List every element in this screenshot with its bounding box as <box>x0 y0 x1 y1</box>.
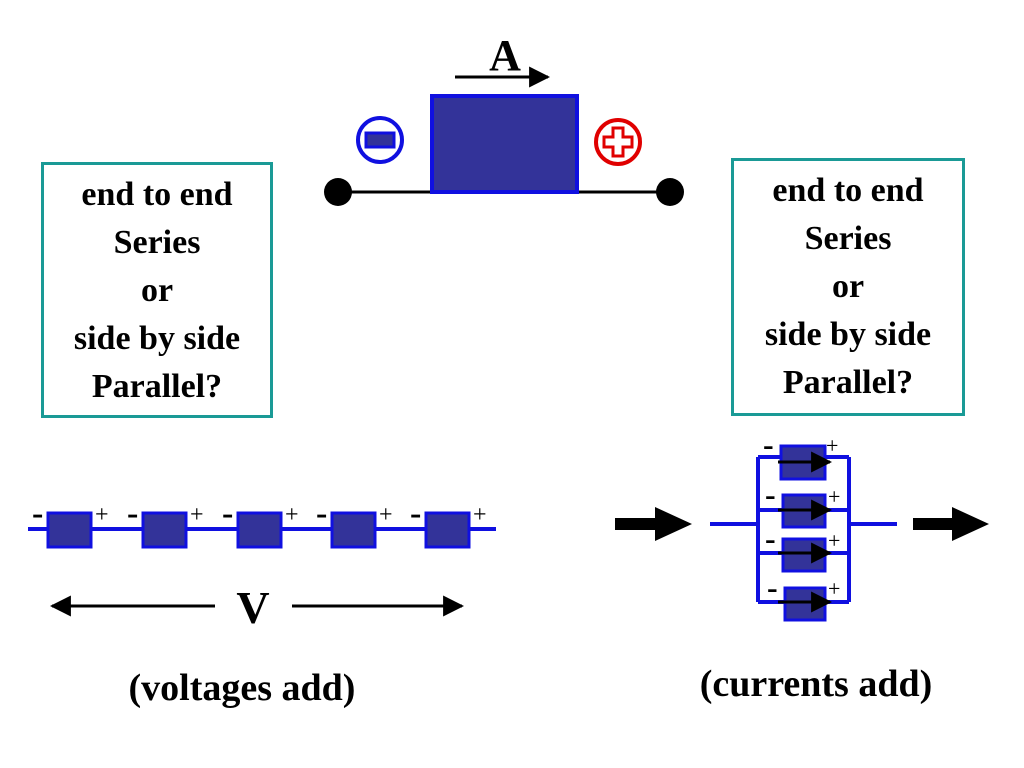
parallel-minus-3: - <box>765 520 776 556</box>
negative-terminal-icon <box>356 116 404 164</box>
left-box-line-4: side by side <box>73 320 241 357</box>
parallel-minus-1: - <box>763 426 774 462</box>
current-label: A <box>489 31 521 80</box>
parallel-cell-3 <box>781 537 827 573</box>
series-plus-4: + <box>379 502 393 528</box>
parallel-plus-3: + <box>828 528 840 553</box>
series-caption: (voltages add) <box>129 667 356 709</box>
series-minus-3: - <box>222 495 233 532</box>
top-cell-group: A <box>324 31 684 206</box>
series-plus-2: + <box>190 502 204 528</box>
left-question-box: end to end Series or side by side Parall… <box>41 162 273 418</box>
parallel-minus-4: - <box>767 569 778 605</box>
parallel-caption: (currents add) <box>700 663 933 705</box>
parallel-minus-2: - <box>765 476 776 512</box>
right-box-line-3: or <box>831 268 865 305</box>
right-box-line-2: Series <box>804 220 892 257</box>
parallel-cell-4 <box>783 586 827 622</box>
series-minus-2: - <box>127 495 138 532</box>
right-box-line-4: side by side <box>764 316 932 353</box>
right-terminal-dot <box>656 178 684 206</box>
series-cell-2 <box>141 511 188 549</box>
right-question-box: end to end Series or side by side Parall… <box>731 158 965 416</box>
series-plus-1: + <box>95 502 109 528</box>
series-cell-3 <box>236 511 283 549</box>
flow-arrow-in <box>615 507 692 541</box>
left-box-line-2: Series <box>113 224 201 261</box>
flow-arrow-out <box>913 507 989 541</box>
series-plus-3: + <box>285 502 299 528</box>
right-box-line-1: end to end <box>772 172 924 209</box>
top-battery-cell <box>430 94 579 194</box>
series-plus-5: + <box>473 502 487 528</box>
left-terminal-dot <box>324 178 352 206</box>
series-chain: - - - - - + + + + + V (voltages add) <box>28 495 496 709</box>
series-minus-1: - <box>32 495 43 532</box>
series-cell-4 <box>330 511 377 549</box>
series-cell-5 <box>424 511 471 549</box>
right-box-line-5: Parallel? <box>782 364 914 401</box>
left-box-line-1: end to end <box>81 176 233 213</box>
voltage-label: V <box>236 582 269 633</box>
positive-terminal-icon <box>594 118 642 166</box>
parallel-plus-4: + <box>828 576 840 601</box>
left-box-line-5: Parallel? <box>91 368 223 405</box>
left-box-line-3: or <box>140 272 174 309</box>
series-cell-1 <box>46 511 93 549</box>
series-minus-5: - <box>410 495 421 532</box>
parallel-plus-1: + <box>826 433 838 458</box>
series-minus-4: - <box>316 495 327 532</box>
parallel-bank: - - - - + + + + (currents add) <box>615 426 989 705</box>
parallel-plus-2: + <box>828 484 840 509</box>
